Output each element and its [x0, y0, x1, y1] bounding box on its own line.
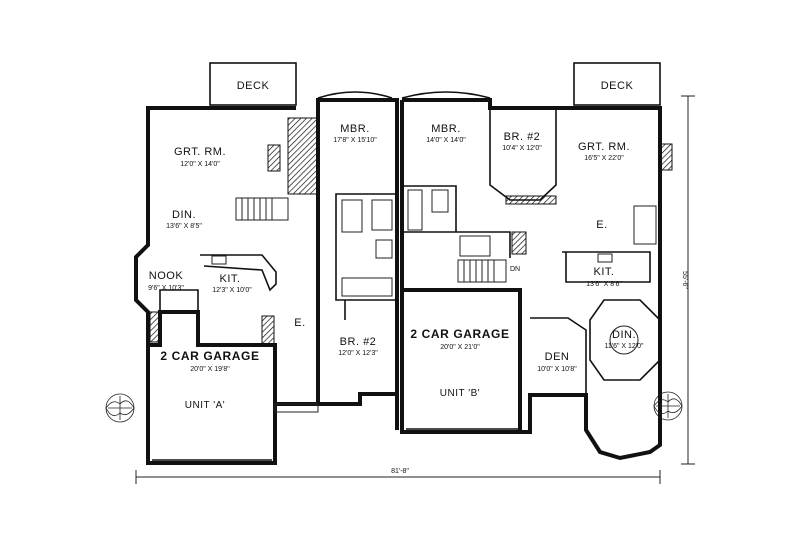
label-garage-a: 2 CAR GARAGE [160, 349, 259, 363]
label-grt-rm-b: GRT. RM. [578, 141, 630, 153]
tree-right [653, 391, 683, 421]
label-br2-a: BR. #2 [340, 336, 377, 348]
tree-left [105, 393, 135, 423]
label-grt-rm-b-dim: 16'5" X 22'0" [584, 155, 624, 162]
br2-a-wall [318, 392, 397, 406]
bath-hatch-b [511, 231, 527, 255]
kitchen-b-wall [562, 251, 651, 283]
deck-a-outline [209, 62, 297, 106]
closet-b [633, 205, 657, 245]
label-mbr-b: MBR. [431, 123, 461, 135]
dimension-labels: 81'-8" 55'-6" [391, 271, 688, 475]
unit-b-plan [400, 62, 683, 461]
kitchen-counter-a [200, 254, 277, 292]
label-deck-a: DECK [237, 80, 270, 92]
fireplace-a [267, 144, 281, 172]
overall-width-label: 81'-8" [391, 468, 409, 475]
label-nook: NOOK [149, 270, 184, 282]
deck-b-outline [573, 62, 661, 106]
label-grt-rm-a: GRT. RM. [174, 146, 226, 158]
label-garage-a-dim: 20'0" X 19'8" [190, 366, 230, 373]
dining-table-b [609, 325, 639, 355]
bath-a-wall [335, 193, 397, 320]
unit-a-plan [105, 62, 320, 465]
bath-fixture-b3 [459, 235, 491, 257]
bath-b-wall [402, 185, 511, 258]
label-garage-b: 2 CAR GARAGE [410, 327, 509, 341]
bath-fixture-a3 [375, 239, 393, 259]
overall-depth-label: 55'-6" [681, 271, 688, 289]
label-unit-a: UNIT 'A' [185, 400, 225, 411]
br2-b-hatch [505, 195, 557, 205]
label-unit-b: UNIT 'B' [440, 388, 480, 399]
laundry-wall-a [159, 289, 199, 312]
garage-b-wall [402, 288, 522, 432]
label-br2-b-dim: 10'4" X 12'0" [502, 145, 542, 152]
bath-fixture-a2 [371, 199, 393, 231]
label-mbr-b-dim: 14'0" X 14'0" [426, 137, 466, 144]
bath-fixture-b2 [431, 189, 449, 213]
fireplace-b [659, 143, 673, 171]
label-kit-a-dim: 12'3" X 10'0" [212, 287, 252, 294]
kitchen-sink-a [211, 255, 227, 265]
label-din-b: DIN. [612, 329, 636, 341]
label-din-a-dim: 13'6" X 8'5" [166, 223, 202, 230]
label-din-b-dim: 11'6" X 12'0" [604, 343, 644, 350]
label-din-a: DIN. [172, 209, 196, 221]
room-labels: DECK DECK GRT. RM. 12'0" X 14'0" DIN. 13… [148, 80, 644, 411]
mbr-a-wall [316, 98, 399, 430]
bath-fixture-a1 [341, 199, 363, 233]
label-kit-b: KIT. [594, 266, 615, 278]
label-mbr-a: MBR. [340, 123, 370, 135]
label-entry-a: E. [294, 317, 305, 329]
label-den-dim: 10'0" X 10'8" [537, 366, 577, 373]
label-nook-dim: 9'6" X 10'3" [148, 285, 184, 292]
label-garage-b-dim: 20'0" X 21'0" [440, 344, 480, 351]
center-a-plan [316, 91, 399, 430]
den-wall [530, 317, 587, 395]
label-deck-b: DECK [601, 80, 634, 92]
label-entry-b: E. [596, 219, 607, 231]
dining-b-bay [589, 299, 661, 381]
label-grt-rm-a-dim: 12'0" X 14'0" [180, 161, 220, 168]
unit-b-exterior-wall [400, 98, 662, 461]
laundry-hatch-a [149, 311, 161, 343]
label-dn: DN [510, 266, 520, 273]
label-br2-a-dim: 12'0" X 12'3" [338, 350, 378, 357]
label-mbr-a-dim: 17'8" X 15'10" [333, 137, 377, 144]
label-kit-b-dim: 13'6" X 8'6" [586, 281, 622, 288]
porch-a [274, 403, 319, 413]
label-den: DEN [545, 351, 570, 363]
br2-b-wall [489, 108, 557, 201]
dimension-lines [135, 95, 695, 484]
label-br2-b: BR. #2 [504, 131, 541, 143]
closet-a [341, 277, 393, 297]
entry-hatch-a [261, 315, 275, 345]
kitchen-sink-b [597, 253, 613, 263]
stairs-b [457, 259, 507, 283]
stair-wall-a [287, 117, 319, 195]
mbr-a-bay [317, 91, 393, 99]
bath-fixture-b1 [407, 189, 423, 231]
mbr-b-bay [401, 91, 491, 99]
stairs-a [235, 197, 289, 221]
label-kit-a: KIT. [220, 273, 241, 285]
